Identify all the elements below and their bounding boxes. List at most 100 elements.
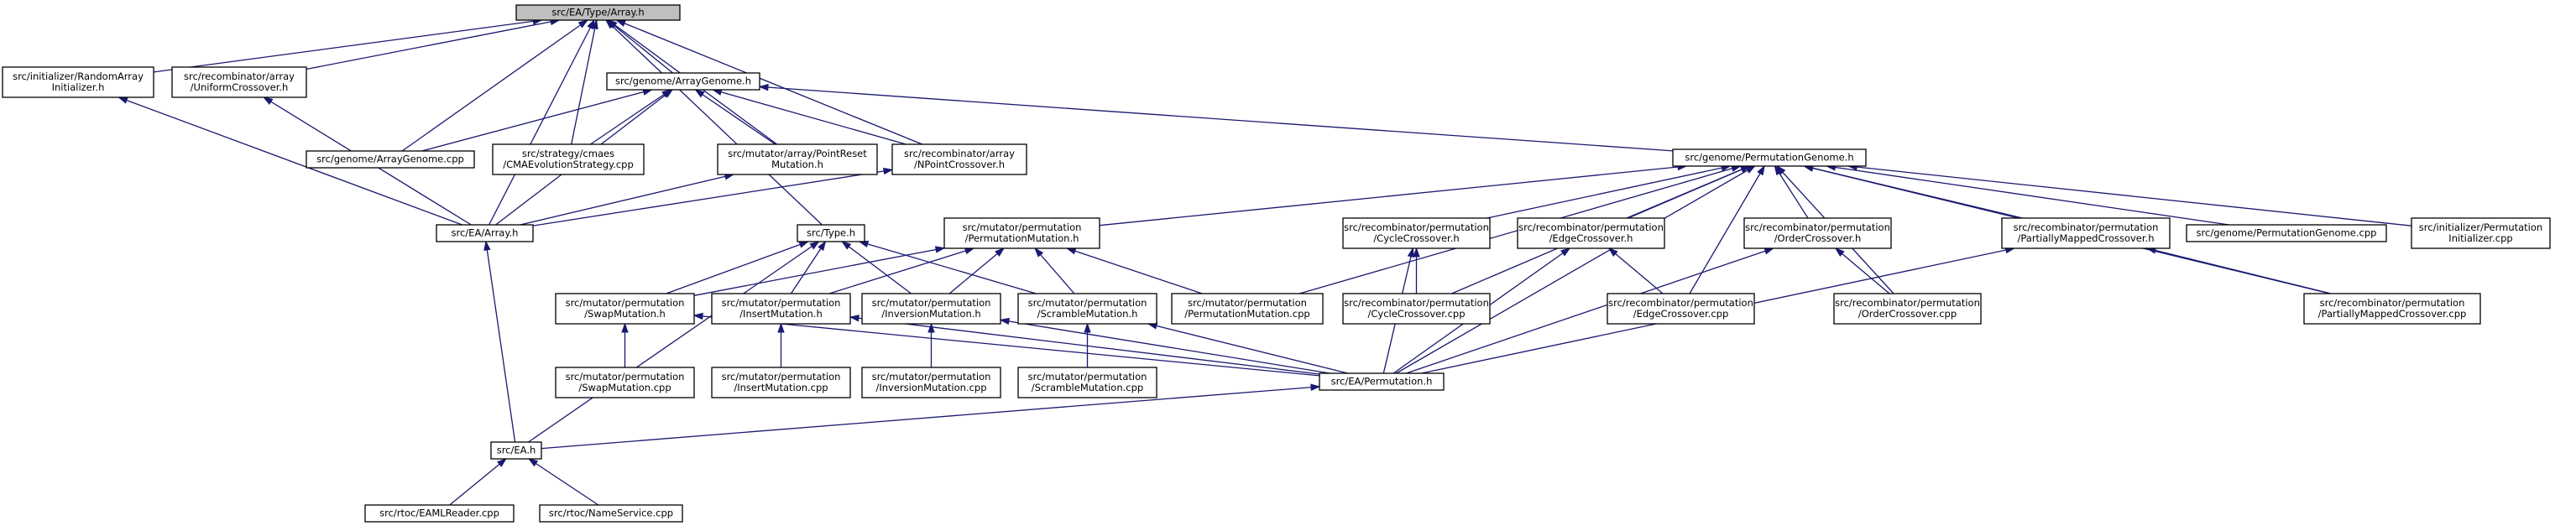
arrowhead-perm_h-includes-im_h [849, 315, 860, 322]
node-cc-cpp[interactable]: src/recombinator/permutation/CycleCrosso… [1342, 293, 1491, 325]
edge-prm_h-includes-ag_h [695, 89, 776, 145]
node-label-line: src/EA.h [497, 445, 536, 456]
arrowhead-perm_h-includes-inv_h [999, 317, 1011, 325]
node-label-line: src/mutator/permutation [1188, 297, 1307, 309]
node-im-cpp[interactable]: src/mutator/permutation/InsertMutation.c… [711, 367, 851, 398]
edge-scm_h-includes-type_h [859, 241, 1037, 294]
node-ea-h[interactable]: src/EA.h [490, 441, 542, 460]
arrowhead-perm_h-includes-cc_h [1407, 247, 1414, 258]
edge-pm_cpp-includes-pm_h [1066, 247, 1203, 294]
node-ns-cpp[interactable]: src/rtoc/NameService.cpp [539, 504, 683, 523]
node-label-line: src/rtoc/NameService.cpp [549, 508, 673, 519]
node-box [891, 143, 1027, 175]
node-pg-cpp[interactable]: src/genome/PermutationGenome.cpp [2186, 224, 2387, 242]
node-eaml-cpp[interactable]: src/rtoc/EAMLReader.cpp [364, 504, 515, 523]
edge-ea_h-includes-type_h [528, 241, 819, 443]
node-box [1319, 372, 1445, 391]
arrowhead-eaml_cpp-includes-ea_h [496, 458, 507, 467]
node-label-line: src/strategy/cmaes [522, 148, 614, 159]
node-inv-h[interactable]: src/mutator/permutation/InversionMutatio… [861, 293, 1001, 325]
node-box [2, 66, 154, 98]
node-label-line: src/recombinator/array [184, 70, 295, 82]
node-box [555, 293, 695, 325]
node-im-h[interactable]: src/mutator/permutation/InsertMutation.h [711, 293, 851, 325]
arrowhead-inv_cpp-includes-inv_h [927, 322, 935, 333]
edge-scm_h-includes-pm_h [1034, 247, 1075, 294]
node-label-line: /InversionMutation.cpp [875, 382, 986, 393]
edge-sm_h-includes-pm_h [693, 247, 945, 296]
node-array-h[interactable]: src/EA/Type/Array.h [515, 4, 681, 21]
node-sm-cpp[interactable]: src/mutator/permutation/SwapMutation.cpp [555, 367, 695, 398]
node-label-line: /CMAEvolutionStrategy.cpp [503, 159, 634, 170]
edge-eaml_cpp-includes-ea_h [449, 458, 507, 506]
node-box [1517, 217, 1665, 249]
node-oc-h[interactable]: src/recombinator/permutation/OrderCrosso… [1743, 217, 1892, 249]
node-label-line: src/recombinator/permutation [1518, 221, 1664, 233]
edge-ag_cpp-includes-ag_h [421, 89, 652, 152]
edge-cmaes_cpp-includes-ag_h [590, 89, 671, 145]
node-label-line: /UniformCrossover.h [191, 81, 289, 93]
node-uc-h[interactable]: src/recombinator/array/UniformCrossover.… [171, 66, 307, 98]
node-pmc-cpp[interactable]: src/recombinator/permutation/PartiallyMa… [2303, 293, 2481, 325]
node-inv-cpp[interactable]: src/mutator/permutation/InversionMutatio… [861, 367, 1001, 398]
edge-perm_h-includes-inv_h [1000, 319, 1330, 374]
node-label-line: src/recombinator/permutation [1835, 297, 1980, 309]
node-pi-cpp[interactable]: src/initializer/PermutationInitializer.c… [2411, 217, 2551, 249]
node-label-line: src/mutator/permutation [1028, 297, 1147, 309]
node-box [2186, 224, 2387, 242]
node-pm-cpp[interactable]: src/mutator/permutation/PermutationMutat… [1171, 293, 1324, 325]
node-box [1607, 293, 1755, 325]
edge-perm_h-includes-pg_h [1395, 165, 1756, 374]
edge-npc_h-includes-array_h [616, 19, 922, 145]
edge-inv_h-includes-type_h [841, 241, 912, 294]
node-box [515, 4, 681, 21]
node-label-line: src/genome/PermutationGenome.h [1685, 152, 1853, 164]
edge-cmaes_cpp-includes-array_h [571, 19, 598, 145]
node-label-line: /ScrambleMutation.h [1037, 308, 1138, 320]
edge-uc_h-includes-array_h [306, 19, 560, 70]
edge-rai_h-includes-array_h [153, 19, 542, 73]
node-sm-h[interactable]: src/mutator/permutation/SwapMutation.h [555, 293, 695, 325]
node-label-line: /NPointCrossover.h [914, 159, 1005, 170]
node-label-line: /SwapMutation.cpp [578, 382, 671, 393]
node-label-line: src/Type.h [807, 227, 855, 239]
node-label-line: src/initializer/Permutation [2419, 221, 2542, 233]
node-oc-cpp[interactable]: src/recombinator/permutation/OrderCrosso… [1833, 293, 1982, 325]
node-cc-h[interactable]: src/recombinator/permutation/CycleCrosso… [1342, 217, 1491, 249]
edge-pg_h-includes-ag_h [759, 86, 1674, 152]
node-ag-h[interactable]: src/genome/ArrayGenome.h [606, 72, 760, 91]
node-box [2303, 293, 2481, 325]
node-ec-cpp[interactable]: src/recombinator/permutation/EdgeCrossov… [1607, 293, 1755, 325]
node-pg-h[interactable]: src/genome/PermutationGenome.h [1672, 148, 1867, 167]
node-scm-cpp[interactable]: src/mutator/permutation/ScrambleMutation… [1017, 367, 1157, 398]
node-box [711, 293, 851, 325]
node-pmc-h[interactable]: src/recombinator/permutation/PartiallyMa… [2001, 217, 2171, 249]
node-cmaes-cpp[interactable]: src/strategy/cmaes/CMAEvolutionStrategy.… [492, 143, 645, 175]
node-type-h[interactable]: src/Type.h [797, 224, 865, 242]
node-label-line: src/mutator/array/PointReset [728, 148, 867, 159]
node-label-line: src/recombinator/permutation [1745, 221, 1890, 233]
edge-ea_h-includes-perm_h [541, 386, 1320, 450]
node-ag-cpp[interactable]: src/genome/ArrayGenome.cpp [306, 150, 475, 169]
node-npc-h[interactable]: src/recombinator/array/NPointCrossover.h [891, 143, 1027, 175]
node-perm-h[interactable]: src/EA/Permutation.h [1319, 372, 1445, 391]
arrowhead-perm_h-includes-pg_h [1745, 165, 1757, 174]
edge-perm_h-includes-sm_h [693, 315, 1320, 377]
node-ec-h[interactable]: src/recombinator/permutation/EdgeCrossov… [1517, 217, 1665, 249]
node-label-line: /CycleCrossover.h [1373, 232, 1459, 244]
node-box [797, 224, 865, 242]
node-ea-array-h[interactable]: src/EA/Array.h [436, 224, 534, 242]
node-pm-h[interactable]: src/mutator/permutation/PermutationMutat… [943, 217, 1100, 249]
edge-pi_cpp-includes-pg_h [1848, 165, 2412, 226]
node-box [306, 150, 475, 169]
node-label-line: src/EA/Permutation.h [1331, 376, 1433, 388]
node-label-line: /PartiallyMappedCrossover.h [2017, 232, 2154, 244]
node-label-line: /PermutationMutation.h [965, 232, 1079, 244]
node-scm-h[interactable]: src/mutator/permutation/ScrambleMutation… [1017, 293, 1157, 325]
edge-im_h-includes-type_h [790, 241, 826, 294]
arrowhead-perm_h-includes-sm_h [692, 312, 703, 320]
node-label-line: src/rtoc/EAMLReader.cpp [379, 508, 499, 519]
node-box [943, 217, 1100, 249]
